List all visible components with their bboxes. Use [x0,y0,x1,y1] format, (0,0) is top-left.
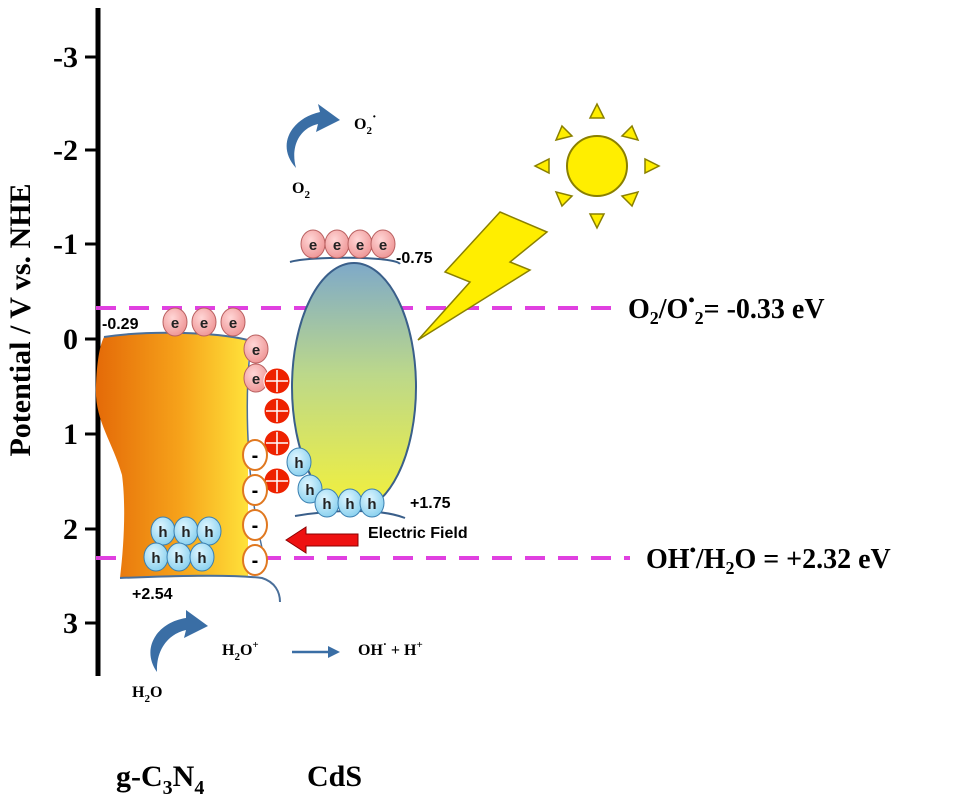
positive-charge [263,367,291,395]
hole: h [359,488,385,518]
superoxide-label: O2· [354,110,377,137]
positive-charges [263,367,291,495]
negative-charges: - - - - [242,439,268,576]
svg-text:e: e [356,237,364,254]
svg-text:-: - [252,515,259,537]
svg-text:e: e [171,315,179,332]
svg-text:h: h [294,455,303,472]
hole: h [166,542,192,572]
hole: h [189,542,215,572]
tick-label: -1 [53,228,78,261]
svg-text:h: h [181,524,190,541]
electric-field-label: Electric Field [368,525,468,542]
svg-text:h: h [322,496,331,513]
cds-vb-label: +1.75 [410,495,451,512]
hole: h [150,516,176,546]
h2o-reaction: H2O H2O+ OH· + H+ [132,610,423,705]
gcn-cb-label: -0.29 [102,316,139,333]
h2o-label: H2O [132,684,162,705]
cds-holes: h h h h h [286,447,385,518]
oh-redox-label: OH•/H2O = +2.32 eV [646,540,891,578]
svg-text:e: e [333,237,341,254]
y-axis-label: Potential / V vs. NHE [4,183,37,456]
cds-cb-label: -0.75 [396,250,433,267]
hole: h [286,447,312,477]
svg-text:-: - [252,480,259,502]
positive-charge [263,467,291,495]
gcn-holes: h h h h h h [143,516,222,572]
y-axis: -3 -2 -1 0 1 2 3 Potential / V vs. NHE [4,8,101,676]
svg-text:h: h [367,496,376,513]
tick-label: -3 [53,41,78,74]
svg-text:h: h [151,550,160,567]
h2o-plus-label: H2O+ [222,639,259,663]
electron: e [191,307,217,337]
svg-text:e: e [379,237,387,254]
electron: e [243,334,269,364]
cds-material-label: CdS [307,760,362,793]
svg-text:h: h [197,550,206,567]
products-label: OH· + H+ [358,637,423,659]
negative-charge: - [242,474,268,506]
electron: e [162,307,188,337]
tick-label: 0 [63,323,78,356]
svg-text:e: e [229,315,237,332]
svg-text:e: e [252,342,260,359]
gcn-electrons: e e e e e [162,307,269,393]
svg-text:e: e [252,371,260,388]
tick-label: 3 [63,607,78,640]
cds-electrons: e e e e [300,229,396,259]
o2-redox-label: O2/O•2= -0.33 eV [628,290,825,328]
electron: e [324,229,350,259]
tick-label: -2 [53,134,78,167]
cds-band: -0.75 +1.75 [289,250,451,519]
svg-text:h: h [204,524,213,541]
svg-text:h: h [345,496,354,513]
electron: e [347,229,373,259]
electron: e [300,229,326,259]
curved-arrow-icon [150,610,208,672]
tick-label: 1 [63,418,78,451]
positive-charge [263,397,291,425]
svg-text:h: h [158,524,167,541]
lightning-icon [417,211,549,341]
gcn-vb-label: +2.54 [132,586,173,603]
sun-icon [533,102,661,230]
gcn-material-label: g-C3N4 [116,760,204,796]
electric-field: Electric Field [285,525,468,554]
svg-text:e: e [309,237,317,254]
hole: h [297,474,323,504]
electron: e [220,307,246,337]
svg-text:h: h [305,482,314,499]
positive-charge [263,429,291,457]
electric-field-arrow [285,526,359,554]
o2-label: O2 [292,180,310,201]
o2-reaction: O2 O2· [286,104,377,201]
curved-arrow-icon [286,104,340,168]
hole: h [314,488,340,518]
hole: h [337,488,363,518]
electron: e [370,229,396,259]
negative-charge: - [242,544,268,576]
negative-charge: - [242,509,268,541]
right-arrow-icon [292,646,340,658]
svg-text:-: - [252,445,259,467]
hole: h [143,542,169,572]
hole: h [196,516,222,546]
svg-text:e: e [200,315,208,332]
hole: h [173,516,199,546]
svg-text:h: h [174,550,183,567]
redox-lines: O2/O•2= -0.33 eV OH•/H2O = +2.32 eV [96,290,891,578]
svg-text:-: - [252,550,259,572]
negative-charge: - [242,439,268,471]
tick-label: 2 [63,513,78,546]
